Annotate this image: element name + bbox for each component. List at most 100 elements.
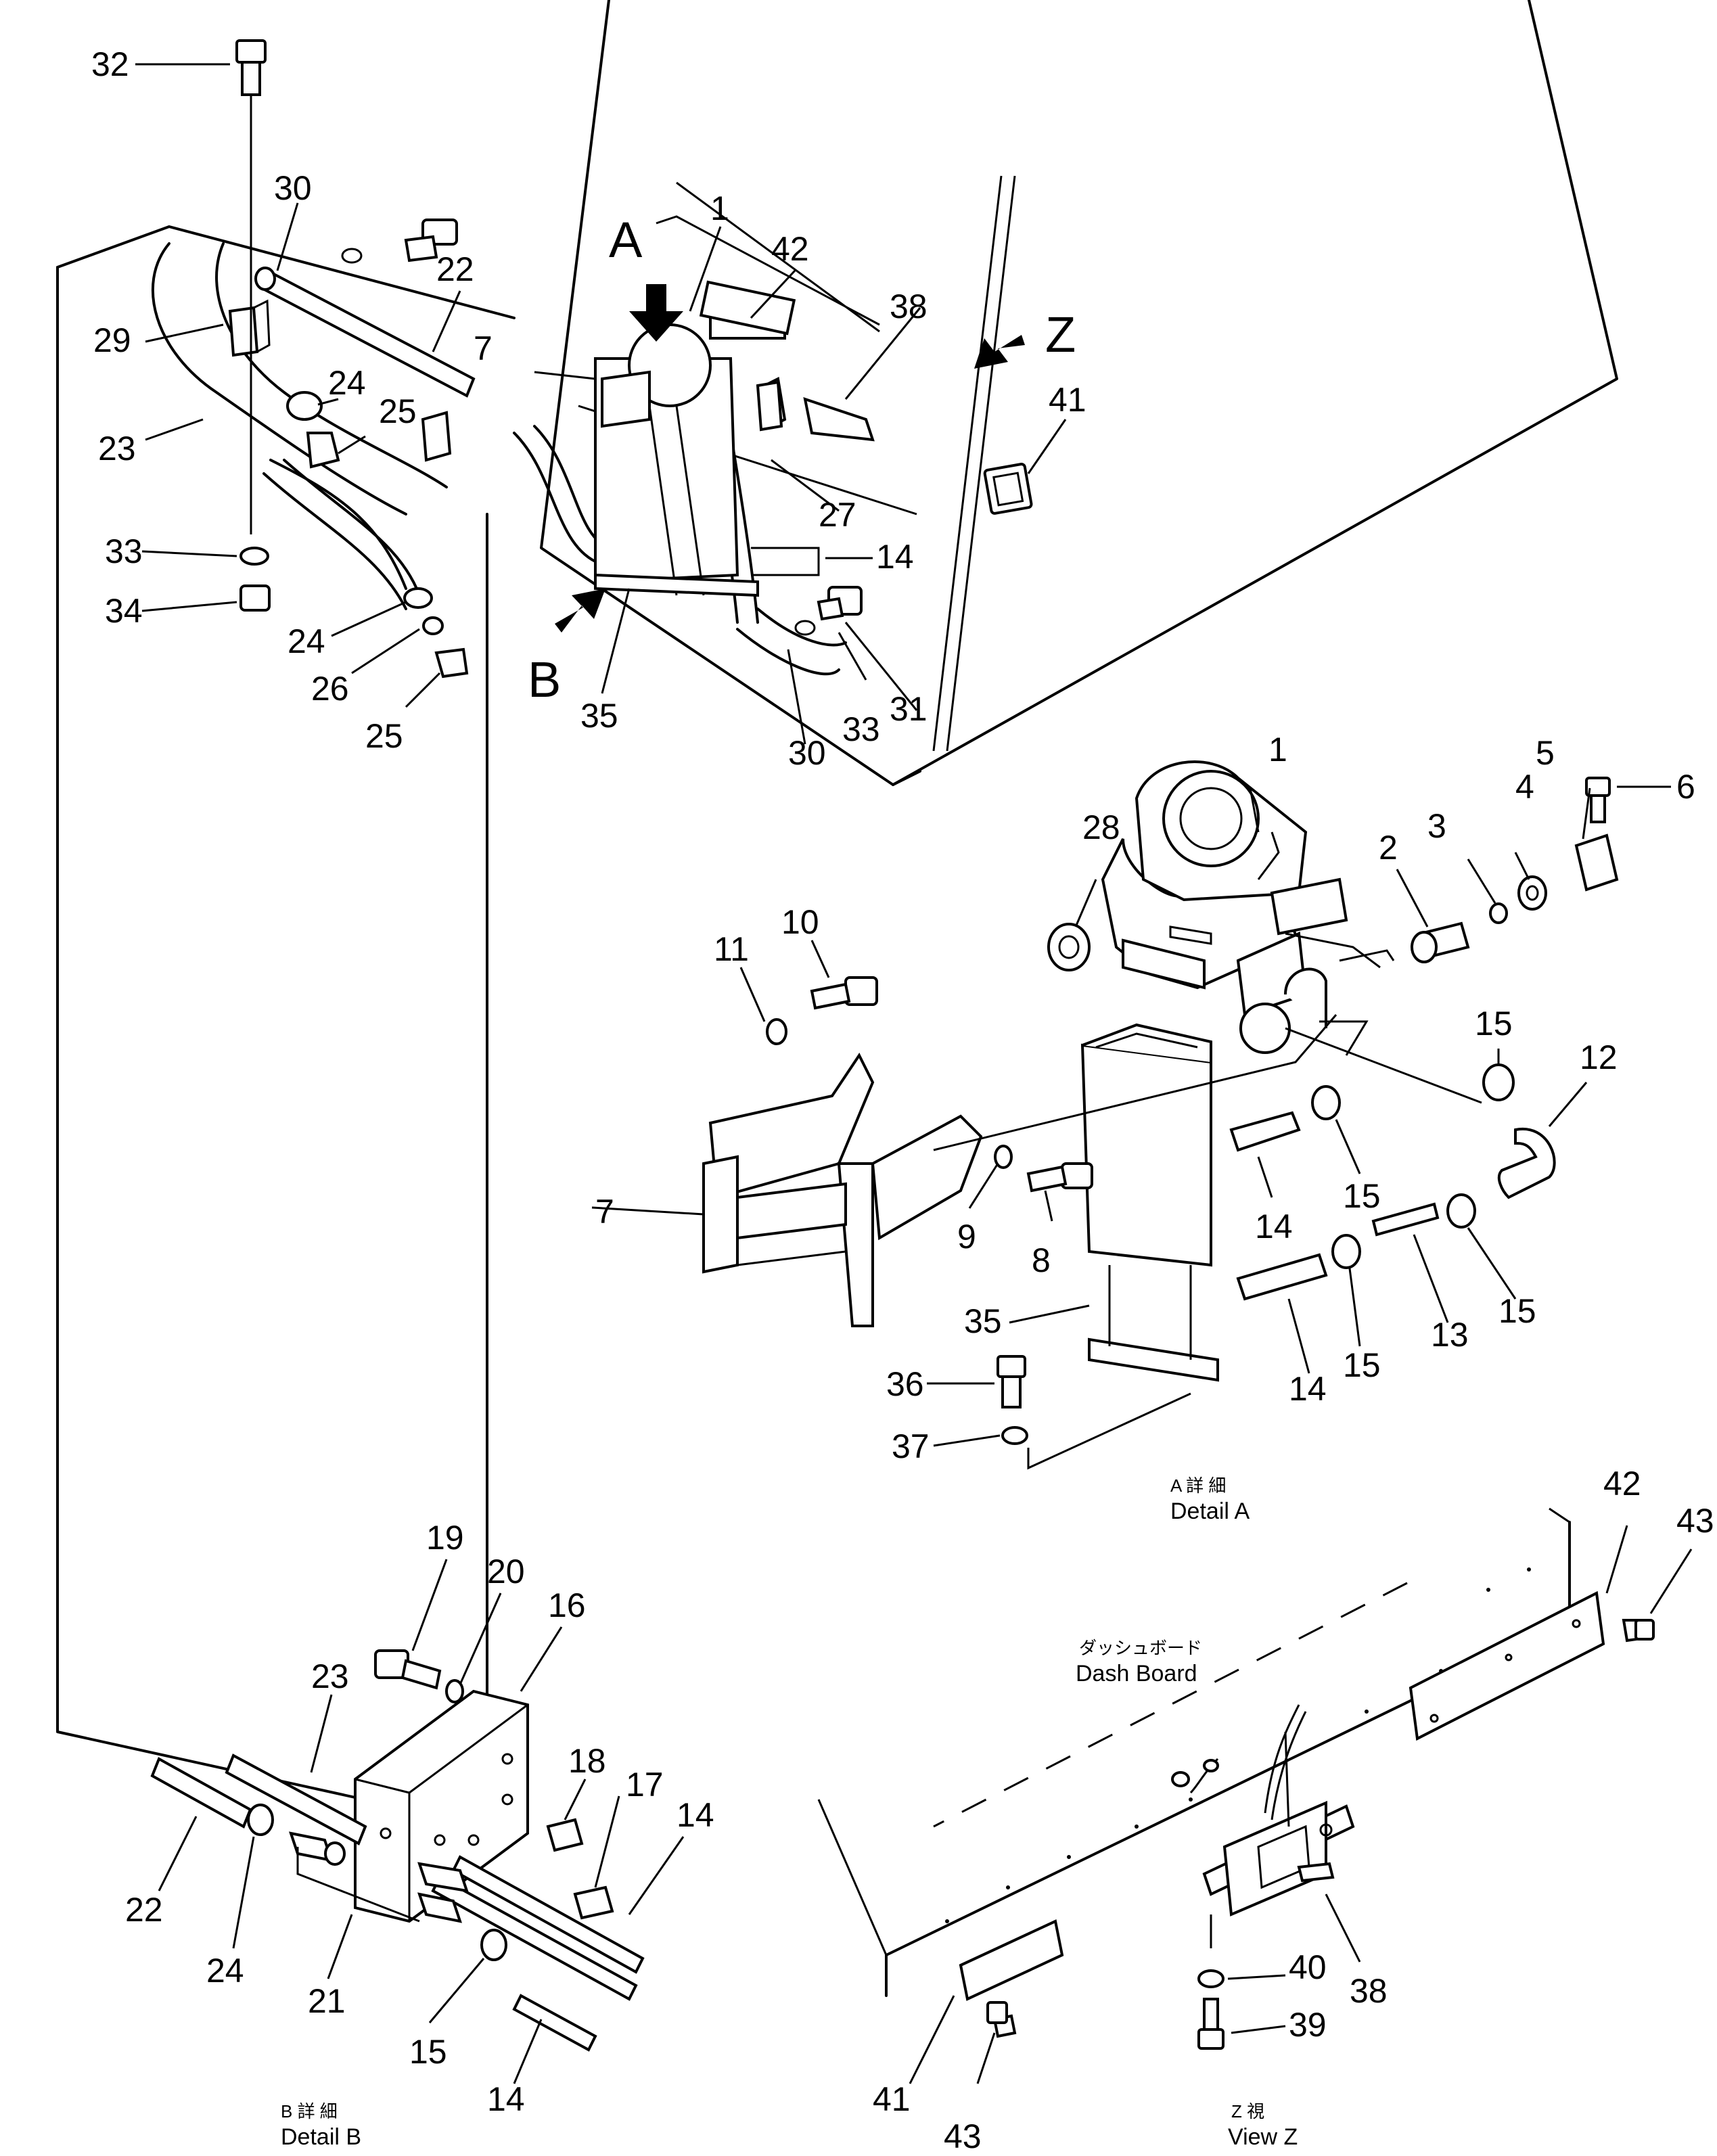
cab-panel-outline: [56, 0, 1618, 1828]
label-20: 20: [487, 1553, 525, 1590]
heater-unit-main: [594, 303, 875, 597]
heater-pipe-22: [254, 267, 476, 398]
view-label-a: A: [609, 212, 643, 268]
label-27: 27: [819, 496, 856, 534]
label-18: 18: [568, 1742, 606, 1780]
label-25-top: 25: [379, 392, 417, 430]
label-37: 37: [892, 1427, 930, 1465]
label-13: 13: [1431, 1316, 1469, 1354]
leader-lines-view-z: [909, 1525, 1693, 2084]
label-1-top: 1: [710, 189, 729, 227]
leader-lines-main: [135, 63, 1067, 745]
leader-lines-detail-a: [591, 785, 1671, 1447]
label-34: 34: [105, 592, 143, 630]
label-30-bottom: 30: [788, 734, 826, 772]
label-19: 19: [426, 1519, 464, 1557]
label-43-lower: 43: [944, 2117, 982, 2153]
label-23-detail-b: 23: [311, 1657, 349, 1695]
view-z-control-38: [1171, 1704, 1355, 1948]
view-label-b: B: [528, 651, 561, 708]
label-12: 12: [1580, 1038, 1618, 1076]
label-6: 6: [1676, 768, 1695, 806]
label-17: 17: [626, 1766, 664, 1804]
leader-lines-detail-b: [158, 1559, 685, 2084]
label-24-detail-b: 24: [206, 1952, 244, 1990]
label-43-upper: 43: [1676, 1502, 1714, 1540]
detail-b-caption: Detail B: [281, 2124, 361, 2150]
label-28: 28: [1082, 808, 1120, 846]
small-parts-main: [235, 39, 1033, 679]
label-15-a1: 15: [1475, 1005, 1513, 1042]
label-3: 3: [1427, 807, 1446, 845]
label-22-top: 22: [436, 250, 474, 288]
label-41-view-z: 41: [873, 2080, 911, 2118]
detail-a-bracket-7: [702, 1053, 983, 1327]
label-5: 5: [1536, 734, 1555, 772]
detail-b-plate-16: [354, 1689, 529, 1923]
label-42-view-z: 42: [1603, 1465, 1641, 1503]
label-36: 36: [886, 1365, 924, 1403]
label-24-top: 24: [328, 364, 366, 402]
label-7-detail-a: 7: [595, 1193, 614, 1231]
label-15-a2: 15: [1343, 1177, 1381, 1215]
label-32: 32: [91, 45, 129, 83]
label-9: 9: [957, 1218, 976, 1256]
label-2: 2: [1379, 829, 1398, 867]
label-16: 16: [548, 1586, 586, 1624]
label-22-detail-b: 22: [125, 1891, 163, 1929]
label-31: 31: [890, 690, 928, 728]
label-15-a3: 15: [1343, 1346, 1381, 1384]
view-label-z: Z: [1045, 306, 1076, 363]
label-4: 4: [1515, 768, 1534, 806]
detail-b-fittings: [247, 1649, 614, 1961]
label-24-lower: 24: [288, 622, 325, 660]
part-number-labels: 32 30 22 29 24 25 23 33 34 24 26 25 1 42…: [91, 45, 1714, 2155]
label-29: 29: [93, 321, 131, 359]
label-14-a1: 14: [1255, 1208, 1293, 1245]
label-33-left: 33: [105, 532, 143, 570]
bracket-25-upper: [421, 411, 452, 462]
label-15-a4: 15: [1498, 1292, 1536, 1330]
view-z-caption-jp: Z 視: [1231, 2101, 1264, 2121]
label-15-detail-b: 15: [409, 2033, 447, 2071]
label-1-detail-a: 1: [1268, 731, 1287, 769]
label-35-top: 35: [580, 697, 618, 735]
dash-board-caption-jp: ダッシュボード: [1079, 1638, 1202, 1658]
view-arrows: [555, 284, 1025, 633]
label-14-a2: 14: [1289, 1370, 1327, 1408]
detail-b-caption-jp: B 詳 細: [281, 2101, 338, 2121]
view-z-fasteners: [986, 1619, 1655, 2050]
view-z-caption: View Z: [1228, 2124, 1298, 2150]
label-38-view-z: 38: [1350, 1972, 1388, 2010]
label-21: 21: [308, 1982, 346, 2020]
label-14-b2: 14: [487, 2080, 525, 2118]
label-33-right: 33: [842, 710, 880, 748]
label-38-top: 38: [890, 288, 928, 325]
label-26: 26: [311, 670, 349, 708]
view-z-panel-41: [959, 1919, 1064, 2001]
label-8: 8: [1032, 1241, 1051, 1279]
label-39: 39: [1289, 2006, 1327, 2044]
label-14-b1: 14: [677, 1796, 714, 1834]
label-41-top: 41: [1049, 381, 1086, 419]
detail-a-caption-jp: A 詳 細: [1170, 1475, 1226, 1496]
label-23-top: 23: [98, 430, 136, 467]
label-30-top: 30: [274, 169, 312, 207]
label-42-top: 42: [771, 230, 809, 268]
detail-a-heater-body: [1101, 760, 1348, 1054]
label-10: 10: [781, 903, 819, 941]
detail-a-duct-35: [1080, 1023, 1219, 1382]
label-25-lower: 25: [365, 717, 403, 755]
label-40: 40: [1289, 1948, 1327, 1986]
label-35-detail-a: 35: [964, 1302, 1002, 1340]
view-z-dash-board: [817, 1507, 1571, 1997]
label-14-top: 14: [876, 538, 914, 576]
dash-board-caption: Dash Board: [1076, 1661, 1197, 1687]
detail-a-small-parts: [766, 777, 1619, 1470]
view-z-panel-42: [1409, 1590, 1605, 1741]
pipe-clamp-29: [228, 299, 271, 357]
detail-a-caption: Detail A: [1170, 1498, 1250, 1524]
label-7-top: 7: [474, 329, 493, 367]
label-11: 11: [714, 930, 749, 968]
